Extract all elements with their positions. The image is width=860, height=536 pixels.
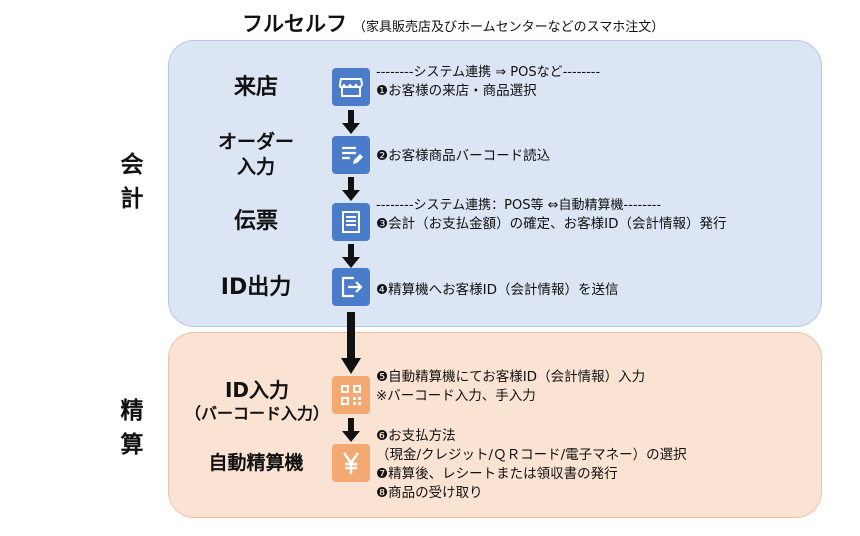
diagram-title: フルセルフ （家具販売店及びホームセンターなどのスマホ注文） <box>242 8 664 38</box>
store-icon <box>332 68 370 106</box>
yen-icon <box>332 444 370 482</box>
desc-text: ❽商品の受け取り <box>376 485 483 501</box>
qr-code-icon <box>332 376 370 414</box>
desc-step1: --------システム連携 ⇒ POSなど-------- ❶お客様の来店・商… <box>376 63 600 101</box>
step-order-line1: オーダー <box>217 131 294 153</box>
title-subtitle: （家具販売店及びホームセンターなどのスマホ注文） <box>353 20 665 35</box>
edit-document-icon <box>332 136 370 174</box>
arrow-down-icon <box>342 110 360 134</box>
exit-arrow-icon <box>332 268 370 306</box>
desc-text: ❼精算後、レシートまたは領収書の発行 <box>376 466 618 482</box>
section-char: 会 <box>120 152 144 178</box>
step-id-input: ID入力 （バーコード入力） <box>176 378 338 426</box>
section-char: 算 <box>120 432 144 458</box>
section-label-kaikei: 会 計 <box>112 148 152 216</box>
title-main: フルセルフ <box>242 12 347 36</box>
desc-text: ❻お支払方法 <box>376 428 456 444</box>
desc-text: ❷お客様商品バーコード読込 <box>376 148 551 164</box>
kaikei-panel <box>168 40 822 327</box>
step-id-input-line2: （バーコード入力） <box>184 404 329 423</box>
arrow-down-icon <box>342 244 360 268</box>
step-id-output: ID出力 <box>220 275 292 300</box>
step-denpyo: 伝票 <box>233 209 278 234</box>
desc-step3: --------システム連携：POS等 ⇔自動精算機-------- ❸会計（お… <box>376 196 726 234</box>
step-raiten: 来店 <box>233 75 278 100</box>
desc-text: ❶お客様の来店・商品選択 <box>376 83 537 99</box>
desc-note: ※バーコード入力、手入力 <box>376 388 536 404</box>
desc-step6-8: ❻お支払方法 （現金/クレジット/ＱＲコード/電子マネー）の選択 ❼精算後、レシ… <box>376 427 687 503</box>
desc-text: （現金/クレジット/ＱＲコード/電子マネー）の選択 <box>376 447 687 463</box>
desc-text: ❸会計（お支払金額）の確定、お客様ID（会計情報）発行 <box>376 216 727 232</box>
receipt-icon <box>332 203 370 241</box>
system-link-note: --------システム連携：POS等 ⇔自動精算機-------- <box>376 198 662 213</box>
section-char: 計 <box>120 186 144 212</box>
system-link-note: --------システム連携 ⇒ POSなど-------- <box>376 65 601 80</box>
section-char: 精 <box>120 398 144 424</box>
desc-step4: ❹精算機へお客様ID（会計情報）を送信 <box>376 281 618 300</box>
desc-step2: ❷お客様商品バーコード読込 <box>376 147 550 166</box>
section-label-seisan: 精 算 <box>112 394 152 462</box>
step-order: オーダー 入力 <box>196 130 316 180</box>
arrow-down-long-icon <box>341 312 361 374</box>
arrow-down-icon <box>342 177 360 201</box>
desc-text: ❺自動精算機にてお客様ID（会計情報）入力 <box>376 369 646 385</box>
step-id-input-line1: ID入力 <box>224 378 290 402</box>
step-order-line2: 入力 <box>236 156 275 178</box>
desc-step5: ❺自動精算機にてお客様ID（会計情報）入力 ※バーコード入力、手入力 <box>376 368 645 406</box>
desc-text: ❹精算機へお客様ID（会計情報）を送信 <box>376 282 619 298</box>
seisan-panel <box>168 332 822 518</box>
step-jido: 自動精算機 <box>208 452 304 474</box>
arrow-down-icon <box>342 418 360 442</box>
